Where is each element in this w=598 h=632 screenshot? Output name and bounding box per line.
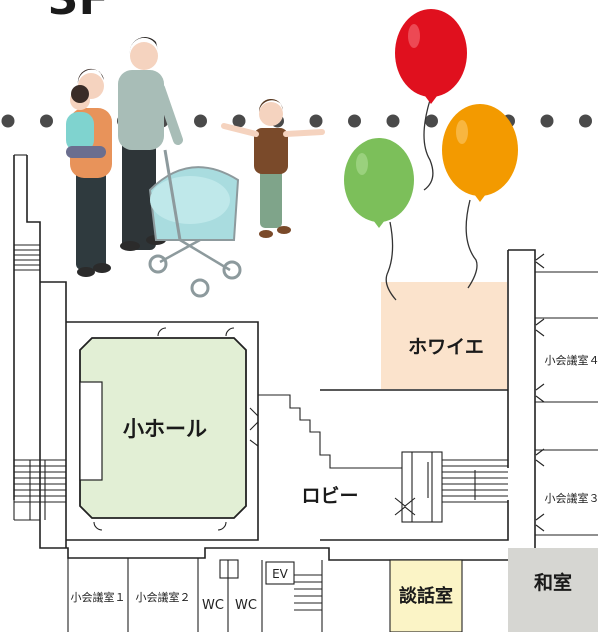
meeting-room-1-label: 小会議室１ (71, 590, 126, 604)
talk-room-area (389, 559, 463, 632)
meeting-room-2-label: 小会議室２ (136, 590, 191, 604)
dot (309, 114, 323, 128)
door-swings (93, 253, 545, 532)
ev-label: EV (272, 567, 289, 581)
meeting-room-3-label: 小会議室３ (545, 491, 598, 505)
dot (540, 114, 554, 128)
washitsu-label: 和室 (534, 571, 572, 594)
parent-with-child-figure (66, 68, 112, 277)
red-balloon (395, 9, 467, 104)
talk-room-label: 談話室 (399, 585, 453, 607)
child-figure (221, 98, 325, 238)
wc-label-2: WC (235, 598, 257, 613)
orange-balloon (442, 104, 518, 202)
small-hall-label: 小ホール (123, 417, 207, 441)
dot (232, 114, 246, 128)
balloons-illustration (344, 9, 518, 301)
dot (386, 114, 400, 128)
dot (194, 114, 207, 128)
stroller-figure (148, 149, 242, 298)
dot (40, 114, 53, 128)
dot (425, 114, 438, 128)
family-illustration (66, 37, 325, 298)
dot (579, 114, 592, 128)
green-balloon (344, 138, 414, 228)
floor-label: 3F (48, 0, 109, 25)
parent-with-stroller-figure (118, 37, 183, 251)
meeting-room-4-label: 小会議室４ (545, 353, 598, 367)
washitsu-area (508, 548, 598, 632)
wc-label-1: WC (202, 598, 224, 613)
foyer-label: ホワイエ (408, 336, 484, 358)
foyer-area (381, 282, 507, 389)
floor-plan-walls (13, 154, 598, 632)
lobby-label: ロビー (301, 485, 358, 507)
dot (348, 114, 361, 128)
dot (1, 114, 15, 128)
